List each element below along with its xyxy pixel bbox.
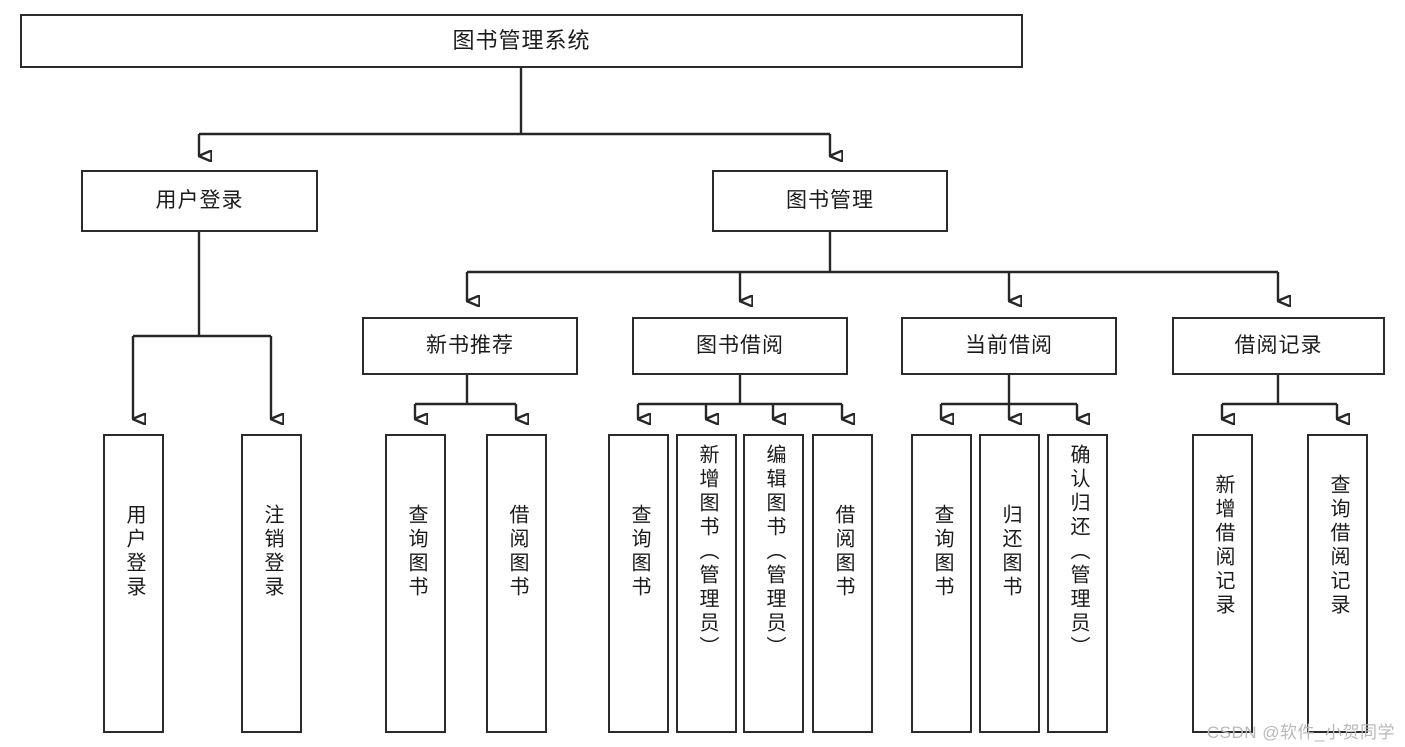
node-label: 图书管理 bbox=[786, 188, 874, 212]
leaf-edit-book-admin[interactable]: 编辑图书（管理员） bbox=[743, 434, 804, 733]
node-label: 借阅记录 bbox=[1234, 333, 1323, 357]
leaf-query-book-borrow[interactable]: 查询图书 bbox=[608, 434, 669, 733]
node-label: 新书推荐 bbox=[426, 333, 514, 357]
leaf-add-borrow-record[interactable]: 新增借阅记录 bbox=[1192, 434, 1253, 733]
csdn-watermark: CSDN @软件_小贺同学 bbox=[1206, 723, 1395, 742]
leaf-confirm-return-admin[interactable]: 确认归还（管理员） bbox=[1047, 434, 1108, 733]
leaf-label: 编辑图书（管理员） bbox=[763, 444, 785, 660]
leaf-label: 新增借阅记录 bbox=[1212, 474, 1234, 618]
leaf-label: 查询图书 bbox=[405, 504, 427, 600]
node-label: 图书管理系统 bbox=[452, 28, 591, 54]
node-label: 用户登录 bbox=[155, 188, 244, 212]
leaf-query-book-newbook[interactable]: 查询图书 bbox=[385, 434, 446, 733]
leaf-label: 查询借阅记录 bbox=[1327, 474, 1349, 618]
node-book-borrow[interactable]: 图书借阅 bbox=[632, 317, 848, 375]
node-current-borrow[interactable]: 当前借阅 bbox=[901, 317, 1117, 375]
leaf-label: 查询图书 bbox=[931, 504, 953, 600]
node-label: 当前借阅 bbox=[965, 333, 1053, 357]
leaf-query-book-current[interactable]: 查询图书 bbox=[911, 434, 972, 733]
leaf-label: 确认归还（管理员） bbox=[1067, 444, 1089, 660]
node-borrow-record[interactable]: 借阅记录 bbox=[1172, 317, 1385, 375]
leaf-borrow-book-newbook[interactable]: 借阅图书 bbox=[486, 434, 547, 733]
leaf-logout[interactable]: 注销登录 bbox=[241, 434, 302, 733]
node-new-book-recommend[interactable]: 新书推荐 bbox=[362, 317, 578, 375]
node-root-system[interactable]: 图书管理系统 bbox=[20, 14, 1023, 68]
leaf-label: 归还图书 bbox=[999, 504, 1021, 600]
node-book-management[interactable]: 图书管理 bbox=[712, 170, 948, 232]
leaf-user-login[interactable]: 用户登录 bbox=[103, 434, 164, 733]
node-label: 图书借阅 bbox=[696, 333, 784, 357]
leaf-label: 借阅图书 bbox=[832, 504, 854, 600]
leaf-borrow-book-borrow[interactable]: 借阅图书 bbox=[812, 434, 873, 733]
leaf-label: 注销登录 bbox=[261, 504, 283, 600]
node-user-login[interactable]: 用户登录 bbox=[81, 170, 318, 232]
leaf-label: 查询图书 bbox=[628, 504, 650, 600]
leaf-query-borrow-record[interactable]: 查询借阅记录 bbox=[1307, 434, 1368, 733]
leaf-return-book[interactable]: 归还图书 bbox=[979, 434, 1040, 733]
leaf-add-book-admin[interactable]: 新增图书（管理员） bbox=[676, 434, 737, 733]
leaf-label: 借阅图书 bbox=[506, 504, 528, 600]
leaf-label: 用户登录 bbox=[123, 504, 145, 600]
leaf-label: 新增图书（管理员） bbox=[696, 444, 718, 660]
